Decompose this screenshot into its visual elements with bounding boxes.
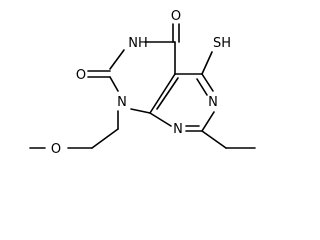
atom-n-right: N [208, 95, 218, 110]
bond-c8a-c4a-double [156, 77, 179, 110]
atom-labels: O NH O N SH N N O [51, 9, 231, 157]
bond-n6-c7 [201, 111, 215, 132]
bond-n1-c8a [130, 108, 151, 114]
bond-c5-n6-double [196, 78, 208, 96]
bond-c7-ch2 [201, 130, 227, 149]
atom-o-ether: O [51, 142, 61, 157]
atom-n-bottom: N [173, 122, 183, 137]
atom-sh: SH [213, 36, 231, 51]
bond-n8-c8a [149, 112, 172, 127]
bond-c5-n6 [201, 73, 214, 92]
bond-c8a-c4a [149, 73, 176, 114]
atom-nh: NH [128, 36, 148, 51]
bond-c2-n1 [109, 76, 119, 92]
atom-n1: N [117, 95, 127, 110]
bond-ch2a-ch2b [91, 128, 119, 149]
bonds [29, 23, 256, 149]
bond-c5-s [201, 51, 213, 75]
structure-canvas: O NH O N SH N N O [29, 9, 256, 157]
molecule-drawing: O NH O N SH N N O [29, 9, 256, 157]
atom-o-top: O [171, 9, 181, 24]
bond-n3-c2 [109, 49, 125, 70]
atom-o-left: O [76, 68, 86, 83]
